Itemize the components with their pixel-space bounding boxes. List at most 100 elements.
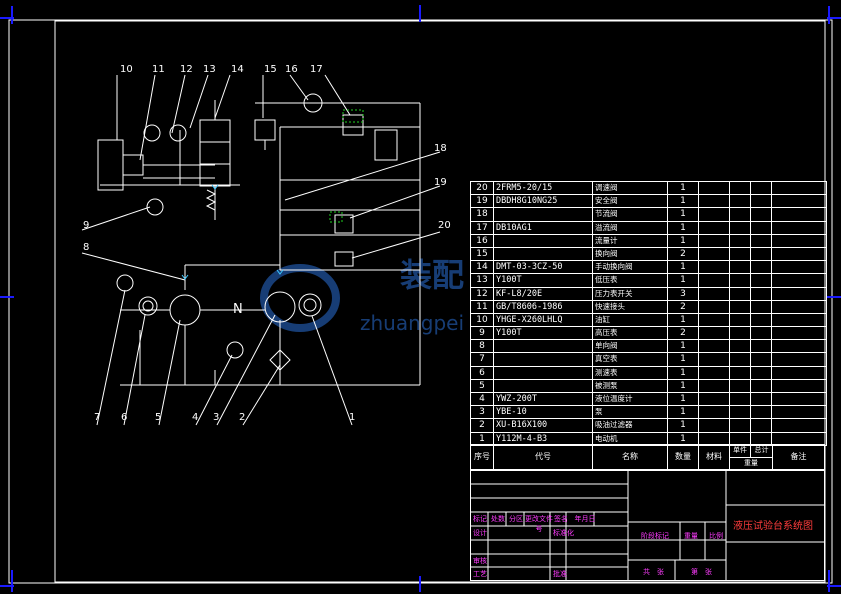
bom-name: 手动换向阀 xyxy=(593,261,668,274)
bom-row: 11 GB/T8606-1986 快速接头 2 xyxy=(471,300,826,314)
bom-single xyxy=(730,432,751,445)
bom-header-weight-group: 单件 总计 重量 xyxy=(730,445,773,469)
bom-total xyxy=(751,327,772,340)
bom-total xyxy=(751,366,772,379)
bom-row: 12 KF-L8/20E 压力表开关 3 xyxy=(471,287,826,301)
callout-1: 1 xyxy=(349,412,356,423)
bom-mat xyxy=(699,300,730,313)
bom-total xyxy=(751,234,772,247)
inner-frame xyxy=(54,20,826,583)
bom-total xyxy=(751,182,772,195)
bom-mat xyxy=(699,313,730,327)
bom-total xyxy=(751,340,772,353)
bom-mat xyxy=(699,208,730,221)
bom-code xyxy=(494,247,593,261)
bom-code: YHGE-X260LHLQ xyxy=(494,313,593,327)
bom-remark xyxy=(772,301,826,313)
callout-15: 15 xyxy=(264,64,277,75)
bom-mat xyxy=(699,327,730,340)
tb-count: 处数 xyxy=(491,515,505,523)
bom-name: 泵 xyxy=(593,406,668,419)
tb-approve: 批准 xyxy=(553,570,567,578)
svg-text:装配: 装配 xyxy=(400,256,464,294)
watermark: 装配 zhuangpei xyxy=(260,256,464,335)
bom-name: 流量计 xyxy=(593,234,668,247)
tb-design: 设计 xyxy=(473,529,487,537)
bom-remark xyxy=(772,222,826,234)
bom-code xyxy=(494,234,593,247)
bom-no: 4 xyxy=(471,393,494,406)
bom-remark xyxy=(772,195,826,207)
bom-remark xyxy=(772,393,826,405)
bom-name: 液位温度计 xyxy=(593,393,668,406)
bom-mat xyxy=(699,274,730,287)
bom-single xyxy=(730,287,751,300)
bom-no: 16 xyxy=(471,234,494,247)
bom-no: 3 xyxy=(471,406,494,419)
bom-total xyxy=(751,300,772,313)
bom-code: Y112M-4-B3 xyxy=(494,432,593,445)
tb-review: 审核 xyxy=(473,557,487,565)
bom-name: 电动机 xyxy=(593,432,668,445)
bom-name: 溢流阀 xyxy=(593,221,668,234)
bom-row: 5 被测泵 1 xyxy=(471,379,826,393)
tb-sheet: 第 张 xyxy=(691,568,712,576)
bom-total xyxy=(751,406,772,419)
bom-name: 压力表开关 xyxy=(593,287,668,300)
bom-header: 序号 代号 名称 数量 材料 单件 总计 重量 备注 xyxy=(470,444,825,470)
bom-no: 13 xyxy=(471,274,494,287)
bom-qty: 1 xyxy=(668,208,699,221)
bom-total xyxy=(751,287,772,300)
svg-text:zhuangpei: zhuangpei xyxy=(360,311,464,335)
bom-code: KF-L8/20E xyxy=(494,287,593,300)
bom-code xyxy=(494,208,593,221)
bom-qty: 1 xyxy=(668,195,699,208)
tb-zone: 分区 xyxy=(509,515,523,523)
bom-mat xyxy=(699,432,730,445)
title-block-row1: 标记 处数 分区 更改文件号 签名 年月日 xyxy=(471,514,631,534)
bom-code: YWZ-200T xyxy=(494,393,593,406)
bom-header-name: 名称 xyxy=(593,445,668,469)
bom-mat xyxy=(699,419,730,432)
bom-mat xyxy=(699,353,730,366)
bom-mat xyxy=(699,195,730,208)
bom-row: 14 DMT-03-3CZ-50 手动换向阀 1 xyxy=(471,261,826,275)
schematic xyxy=(81,74,441,426)
bom-total xyxy=(751,419,772,432)
bom-qty: 1 xyxy=(668,234,699,247)
bom-single xyxy=(730,393,751,406)
bom-remark xyxy=(772,274,826,286)
bom-code: 2FRM5-20/15 xyxy=(494,182,593,195)
bom-name: 低压表 xyxy=(593,274,668,287)
bom-no: 6 xyxy=(471,366,494,379)
tb-weight: 重量 xyxy=(684,532,698,540)
bom-qty: 1 xyxy=(668,313,699,327)
bom-total xyxy=(751,195,772,208)
bom-no: 5 xyxy=(471,379,494,392)
bom-qty: 1 xyxy=(668,379,699,392)
tb-sheets: 共 张 xyxy=(643,568,664,576)
callout-5: 5 xyxy=(155,412,162,423)
bom-single xyxy=(730,366,751,379)
bom-name: 快速接头 xyxy=(593,300,668,313)
bom-no: 9 xyxy=(471,327,494,340)
bom-qty: 1 xyxy=(668,261,699,274)
callout-18: 18 xyxy=(434,143,447,154)
tb-date: 年月日 xyxy=(574,515,596,523)
bom-mat xyxy=(699,366,730,379)
bom-qty: 2 xyxy=(668,327,699,340)
bom-code: GB/T8606-1986 xyxy=(494,300,593,313)
tb-standard: 标准化 xyxy=(553,529,574,537)
title-block: 标记 处数 分区 更改文件号 签名 年月日 设计 标准化 审核 工艺 批准 阶段… xyxy=(470,470,825,581)
callout-3: 3 xyxy=(213,412,220,423)
bom-row: 4 YWZ-200T 液位温度计 1 xyxy=(471,393,826,407)
bom-no: 7 xyxy=(471,353,494,366)
bom-header-remark: 备注 xyxy=(790,452,807,461)
bom-header-single: 单件 xyxy=(730,445,751,457)
bom-single xyxy=(730,274,751,287)
bom-name: 油缸 xyxy=(593,313,668,327)
bom-name: 吸油过滤器 xyxy=(593,419,668,432)
tb-scale: 比例 xyxy=(709,532,723,540)
bom-remark xyxy=(772,248,826,260)
callout-17: 17 xyxy=(310,64,323,75)
